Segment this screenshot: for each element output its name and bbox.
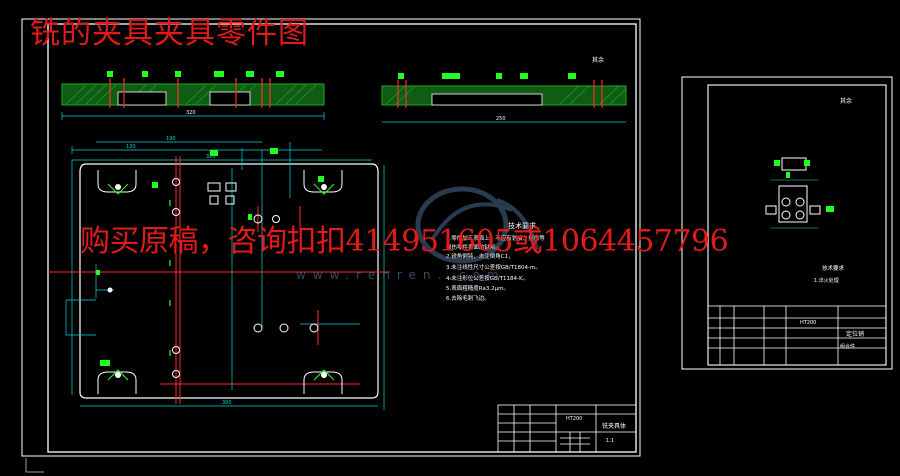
overlay-title: 铣的夹具夹具零件图 <box>30 16 309 51</box>
side-title-name: 定位销 <box>846 330 864 338</box>
section-view-a: 320 <box>61 71 325 120</box>
svg-text:320: 320 <box>206 154 216 160</box>
svg-text:130: 130 <box>126 144 136 150</box>
svg-text:1.淬火处理: 1.淬火处理 <box>814 277 839 284</box>
pin-detail-view: 其余 技术要求 1.淬火处理 <box>765 97 852 284</box>
svg-text:320: 320 <box>186 110 196 116</box>
svg-text:6.去除毛刺飞边。: 6.去除毛刺飞边。 <box>446 294 490 302</box>
svg-text:4.未注形位公差按GB/T1184-K。: 4.未注形位公差按GB/T1184-K。 <box>446 274 528 282</box>
overlay-promo-banner: 购买原稿，咨询扣扣414951605或1064457796 <box>80 224 729 259</box>
side-title-drawing-no: 组合件 <box>840 343 855 350</box>
title-block-material: HT200 <box>566 416 582 422</box>
svg-text:1.零件加工表面上，不应有划痕、擦伤等: 1.零件加工表面上，不应有划痕、擦伤等 <box>446 234 545 242</box>
title-block-scale: 1:1 <box>606 438 614 444</box>
svg-text:300: 300 <box>222 400 232 406</box>
plan-view: 130 190 320 300 <box>48 136 390 410</box>
watermark-logo <box>415 186 539 264</box>
svg-text:5.表面粗糙度Ra3.2μm。: 5.表面粗糙度Ra3.2μm。 <box>446 284 509 292</box>
main-sheet-frame <box>21 18 641 457</box>
roughness-note-side: 其余 <box>840 97 852 105</box>
svg-text:2.锐角倒钝，未注倒角C1，: 2.锐角倒钝，未注倒角C1， <box>446 252 514 260</box>
svg-text:技术要求: 技术要求 <box>822 264 845 272</box>
ucs-icon <box>25 458 44 473</box>
technical-requirements: 技术要求 1.零件加工表面上，不应有划痕、擦伤等 损伤零件表面的缺陷。 2.锐角… <box>446 221 545 302</box>
main-title-block <box>497 404 637 453</box>
title-block-name: 铣夹具体 <box>602 422 626 430</box>
watermark-text: www.renren..com <box>296 268 506 282</box>
svg-text:250: 250 <box>496 116 506 122</box>
svg-text:损伤零件表面的缺陷。: 损伤零件表面的缺陷。 <box>446 243 501 251</box>
svg-text:190: 190 <box>166 136 176 142</box>
side-title-material: HT200 <box>800 320 816 326</box>
side-title-block <box>707 305 887 366</box>
section-view-b: 250 其余 <box>381 56 627 123</box>
svg-text:3.未注线性尺寸公差按GB/T1804-m。: 3.未注线性尺寸公差按GB/T1804-m。 <box>446 263 541 271</box>
svg-text:技术要求: 技术要求 <box>508 221 536 230</box>
roughness-note-main: 其余 <box>592 56 604 64</box>
